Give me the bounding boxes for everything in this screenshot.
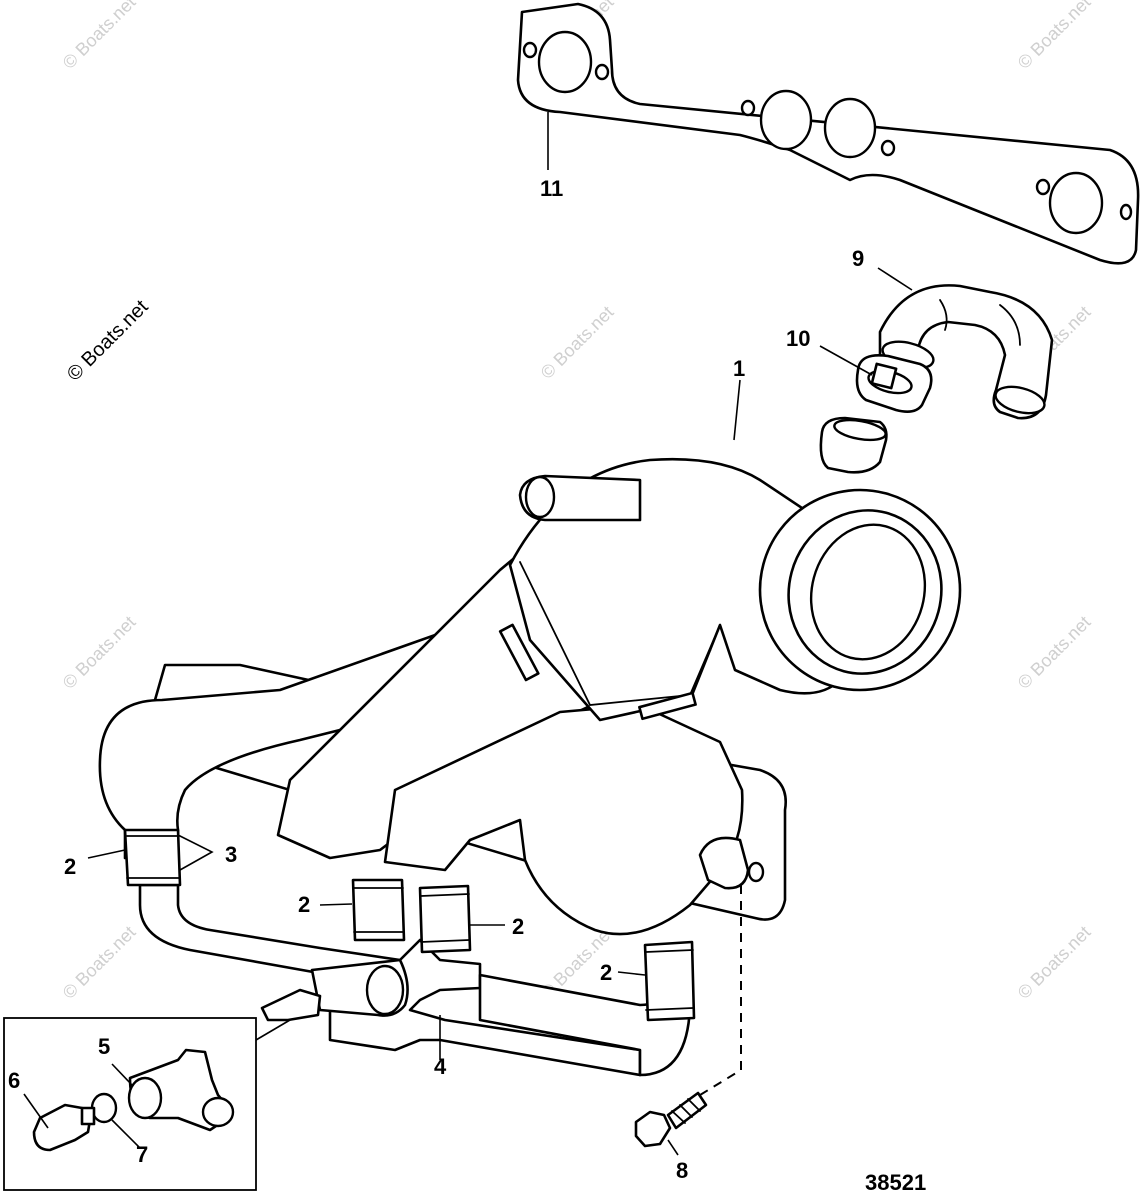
callout-2: 2 [600, 960, 612, 985]
callout-10: 10 [786, 326, 810, 351]
watermark: © Boats.net [1014, 612, 1095, 693]
u-hose-part [878, 284, 1054, 420]
callout-2: 2 [298, 892, 310, 917]
watermark: © Boats.net [59, 612, 140, 693]
watermark: © Boats.net [59, 922, 140, 1003]
callout-2: 2 [512, 914, 524, 939]
o-ring-part [90, 1092, 118, 1124]
callout-5: 5 [98, 1034, 110, 1059]
callout-labels: 11 9 10 1 2 3 2 2 2 4 5 6 7 8 [8, 176, 864, 1183]
gasket-part [516, 2, 1140, 265]
callout-8: 8 [676, 1158, 688, 1183]
callout-11: 11 [540, 176, 563, 201]
bolt-guide-line [699, 885, 742, 1096]
callout-4: 4 [434, 1054, 447, 1079]
figure-number: 38521 [865, 1170, 926, 1195]
drain-plug-part [32, 1103, 96, 1152]
callout-1: 1 [733, 356, 745, 381]
callout-2: 2 [64, 854, 76, 879]
manifold-body-part [98, 416, 962, 936]
hose-clamp-part [855, 354, 933, 413]
water-tubes-part [123, 828, 696, 1077]
callout-7: 7 [136, 1142, 148, 1167]
leader-lines [23, 112, 913, 1156]
watermark: © Boats.net [59, 0, 140, 73]
elbow-fitting-part [127, 1048, 235, 1132]
watermark: © Boats.net [1014, 922, 1095, 1003]
inset-connector-line [255, 1019, 291, 1041]
watermark: © Boats.net [537, 302, 618, 383]
callout-6: 6 [8, 1068, 20, 1093]
detail-inset-box [3, 1017, 257, 1191]
watermark-main: © Boats.net [63, 296, 153, 386]
bolt-part [634, 1091, 708, 1148]
callout-3: 3 [225, 842, 237, 867]
callout-9: 9 [852, 246, 864, 271]
watermark: © Boats.net [1014, 0, 1095, 73]
